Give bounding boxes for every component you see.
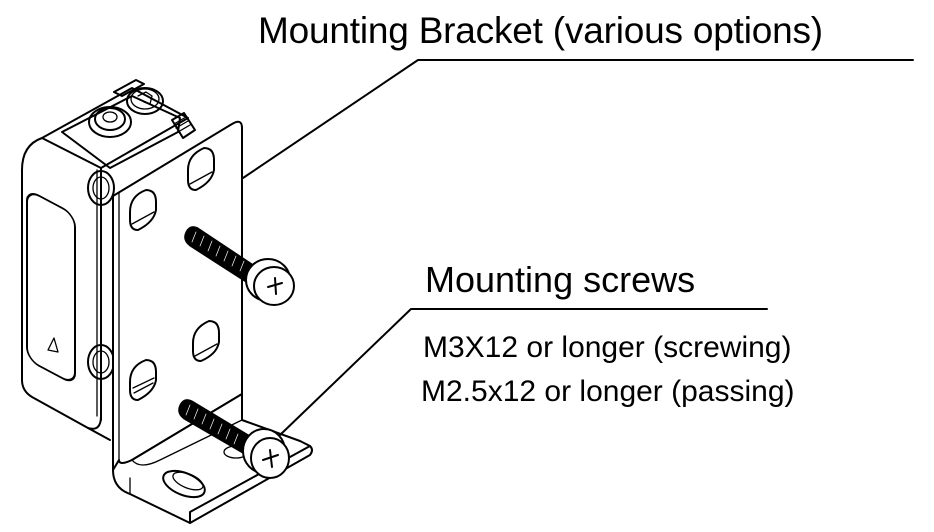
mounting-bracket bbox=[112, 120, 313, 524]
indicator-triangle-icon bbox=[47, 337, 59, 353]
mounting-screw bbox=[184, 226, 295, 306]
screws-callout-title: Mounting screws bbox=[425, 259, 696, 300]
mounting-screw bbox=[178, 399, 290, 479]
sensor-top-controls bbox=[61, 79, 196, 169]
sensor-body bbox=[21, 87, 189, 441]
sensor-lens-window bbox=[26, 193, 76, 382]
bracket-callout-title: Mounting Bracket (various options) bbox=[258, 10, 823, 51]
screws-leader-line bbox=[279, 308, 768, 436]
bracket-leader-line bbox=[242, 59, 914, 179]
screw-spec-passing: M2.5x12 or longer (passing) bbox=[421, 375, 795, 408]
screw-spec-screwing: M3X12 or longer (screwing) bbox=[423, 331, 792, 364]
